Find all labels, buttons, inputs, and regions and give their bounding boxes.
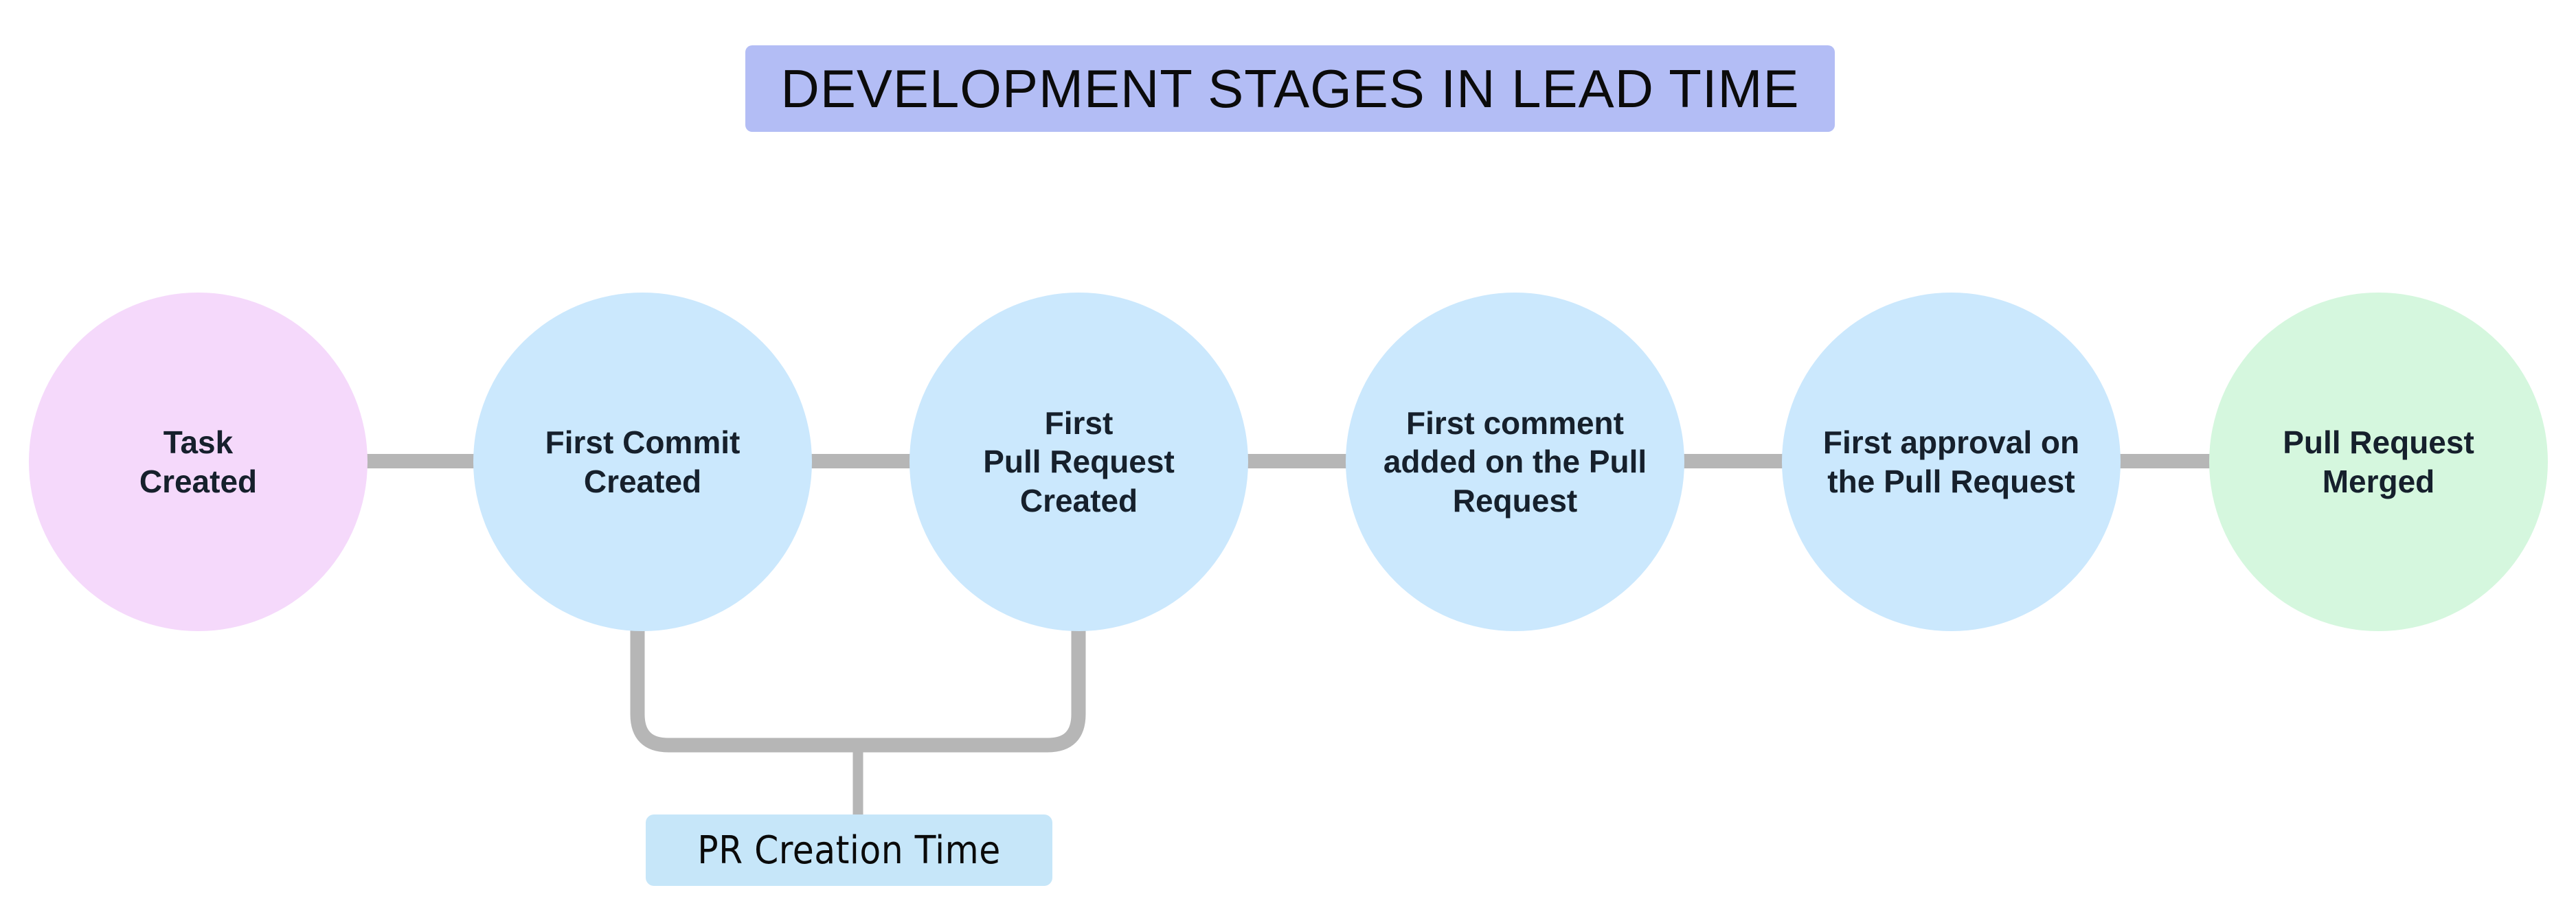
connector-commit-to-pr [790,454,948,468]
node-first-commit-created[interactable]: First Commit Created [473,293,812,631]
node-first-comment-on-pull-request[interactable]: First comment added on the Pull Request [1346,293,1684,631]
node-first-commit-created-label: First Commit Created [545,424,741,499]
annotation-pr-creation-time[interactable]: PR Creation Time [646,814,1052,886]
node-first-approval-on-pull-request-label: First approval on the Pull Request [1822,424,2080,499]
connector-comment-to-approval [1662,454,1820,468]
connector-task-to-commit [343,454,508,468]
node-first-pull-request-created[interactable]: First Pull Request Created [909,293,1248,631]
node-task-created-label: Task Created [139,424,258,499]
node-pull-request-merged-label: Pull Request Merged [2283,424,2474,499]
node-first-comment-on-pull-request-label: First comment added on the Pull Request [1383,405,1647,519]
node-task-created[interactable]: Task Created [29,293,368,631]
annotation-pr-creation-time-label: PR Creation Time [697,828,1001,873]
node-first-approval-on-pull-request[interactable]: First approval on the Pull Request [1782,293,2121,631]
connector-pr-to-comment [1226,454,1384,468]
node-pull-request-merged[interactable]: Pull Request Merged [2209,293,2548,631]
node-first-pull-request-created-label: First Pull Request Created [983,405,1175,519]
diagram-title-text: DEVELOPMENT STAGES IN LEAD TIME [780,58,1800,119]
diagram-title-banner: DEVELOPMENT STAGES IN LEAD TIME [745,45,1835,132]
